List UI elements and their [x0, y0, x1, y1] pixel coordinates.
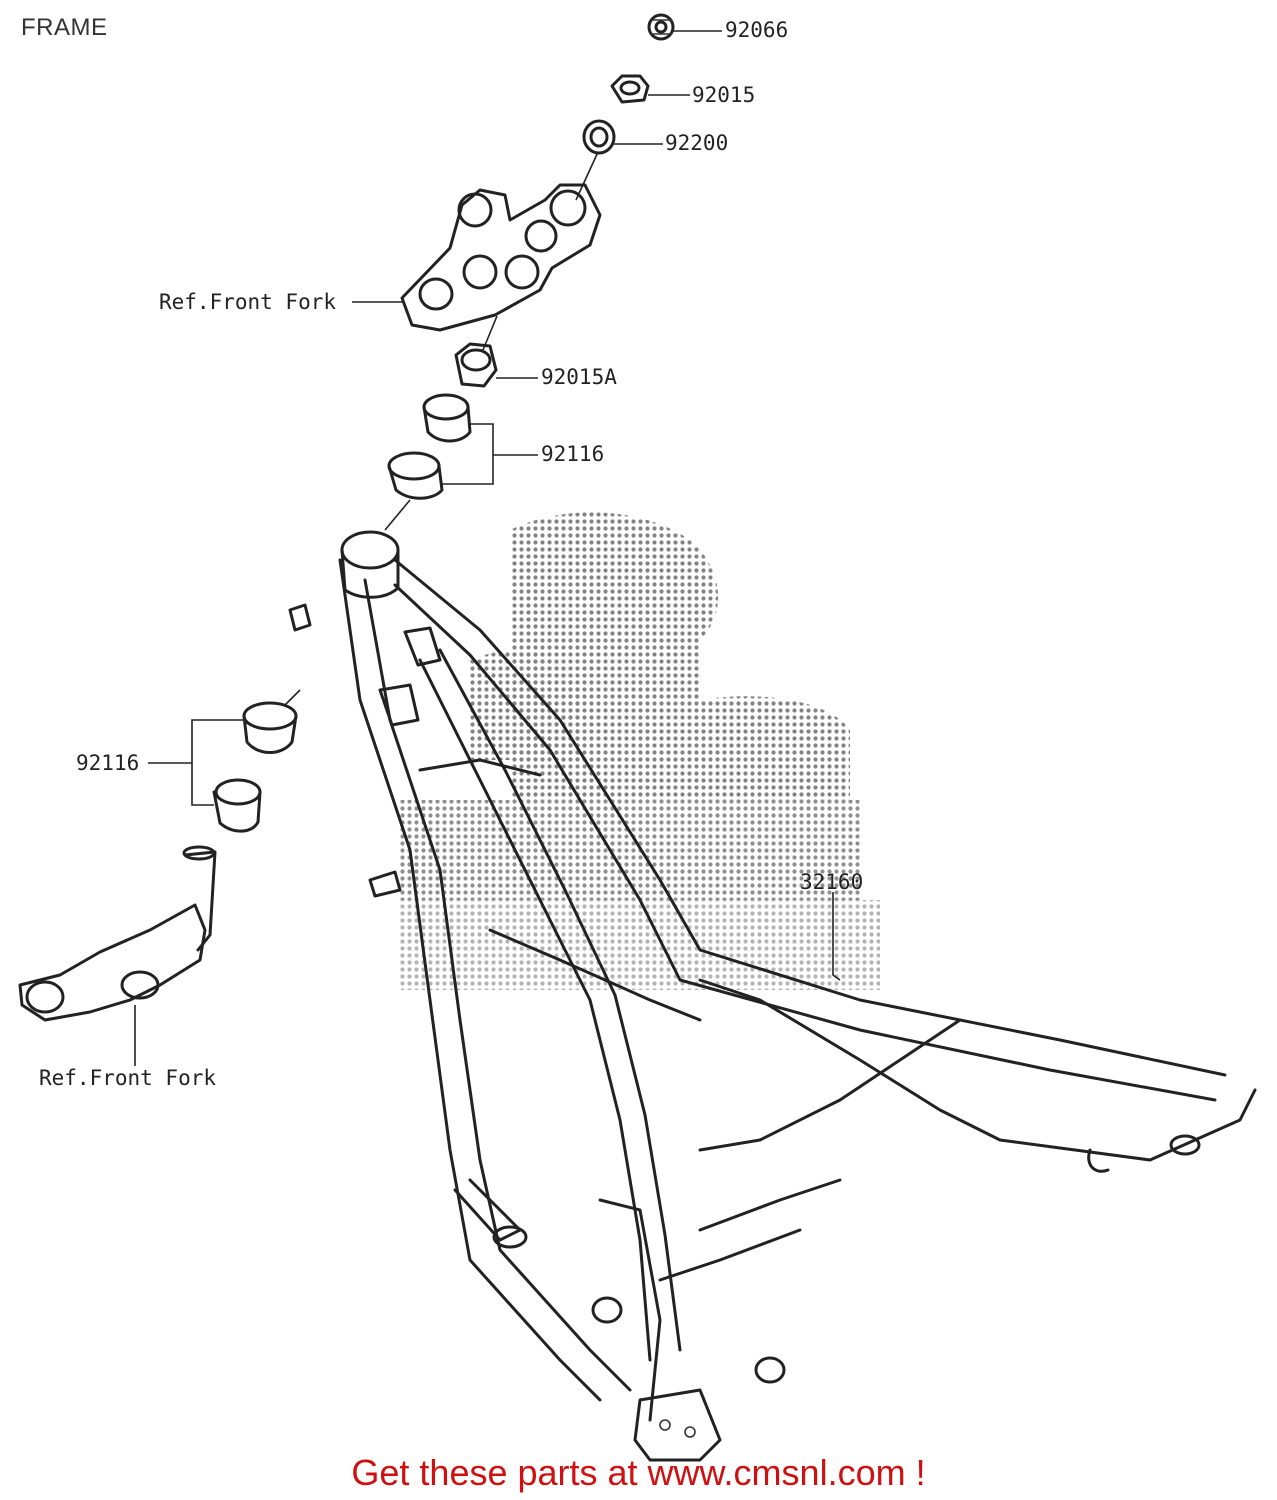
callout-92116-lower: 92116	[76, 751, 140, 775]
callout-92066: 92066	[725, 18, 789, 42]
nut-cap-part	[647, 13, 675, 41]
upper-fork-bracket	[400, 183, 602, 332]
washer-part	[582, 119, 616, 155]
watermark-logo	[400, 512, 880, 990]
leader-lines	[134, 30, 841, 1066]
callout-92116-upper: 92116	[541, 442, 605, 466]
callout-ref-front-fork-upper: Ref.Front Fork	[159, 290, 337, 314]
cmsnl-link[interactable]: Get these parts at www.cmsnl.com !	[351, 1452, 926, 1493]
callout-92200: 92200	[665, 131, 729, 155]
lower-fork-bracket	[18, 845, 217, 1022]
callout-92015a: 92015A	[541, 365, 617, 389]
page-title: FRAME	[21, 14, 108, 41]
callout-ref-front-fork-lower: Ref.Front Fork	[39, 1066, 217, 1090]
callout-32160: 32160	[800, 870, 864, 894]
motorcycle-frame	[288, 530, 1257, 1462]
upper-bearing-parts	[387, 393, 472, 500]
stem-nut-part	[454, 342, 498, 388]
nut-part	[610, 74, 650, 104]
callout-92015: 92015	[692, 83, 756, 107]
lower-bearing-parts	[212, 701, 298, 833]
